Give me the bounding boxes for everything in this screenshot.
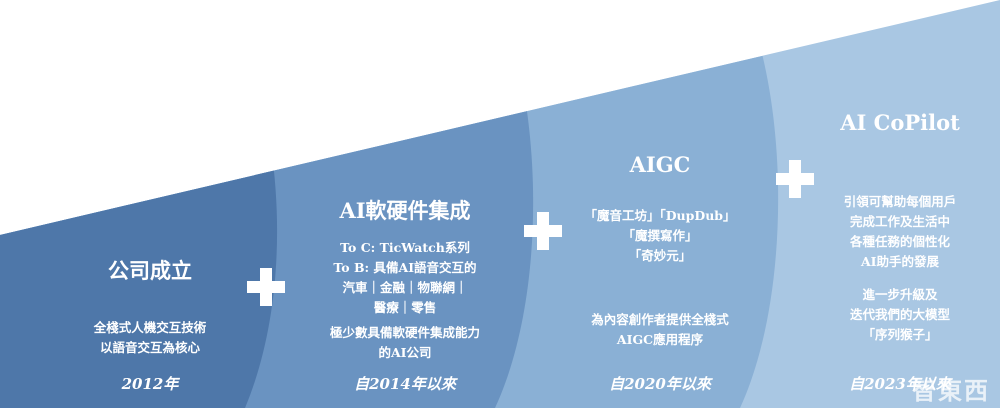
stage-4-line: AI助手的發展 [860,254,940,269]
plus-icon [776,160,814,198]
stage-2-line: 極少數具備軟硬件集成能力 [329,325,480,340]
stage-3-line: 「魔音工坊」「DupDub」 [584,208,736,223]
stage-2-line: To C: TicWatch系列 [340,240,470,255]
stage-4-description-2: 進一步升級及 迭代我們的大模型 「序列猴子」 [805,285,995,345]
stage-4-year: 自2023年以來 [849,375,951,393]
stage-1-year: 2012年 [121,375,179,393]
stage-3-line: 「魔撰寫作」 [622,228,698,243]
stage-1-line: 以語音交互為核心 [99,340,200,355]
stage-3-line: 為內容創作者提供全棧式 [591,312,729,327]
stage-2-year: 自2014年以來 [354,375,456,393]
stage-2-description: To C: TicWatch系列 To B: 具備AI語音交互的 汽車｜金融｜物… [290,238,520,318]
stage-2-line: 的AI公司 [378,345,432,360]
stage-2-line: 醫療｜零售 [373,300,437,315]
stage-4-line: 各種任務的個性化 [849,234,950,249]
stage-1-title: 公司成立 [108,258,192,283]
stage-2-description-2: 極少數具備軟硬件集成能力 的AI公司 [290,323,520,363]
stage-1-line: 全棧式人機交互技術 [93,320,207,335]
stage-4-line: 完成工作及生活中 [849,214,950,229]
stage-3-title: AIGC [629,152,691,177]
stage-3-description: 「魔音工坊」「DupDub」 「魔撰寫作」 「奇妙元」 [555,206,765,266]
stage-4-title: AI CoPilot [840,110,960,135]
stage-4-line: 引領可幫助每個用戶 [843,194,957,209]
plus-icon [247,268,285,306]
stage-2-line: To B: 具備AI語音交互的 [333,260,477,275]
stage-4-line: 迭代我們的大模型 [849,307,950,322]
stage-3-year: 自2020年以來 [609,375,711,393]
stage-3-line: AIGC應用程序 [616,332,704,347]
stage-3-line: 「奇妙元」 [628,248,692,263]
plus-icon [524,212,562,250]
stage-4-line: 進一步升級及 [862,287,938,302]
watermark-logo: 智東西 [912,377,990,405]
stage-1-description: 全棧式人機交互技術 以語音交互為核心 [35,318,265,358]
stage-4-description: 引領可幫助每個用戶 完成工作及生活中 各種任務的個性化 AI助手的發展 [805,192,995,272]
stage-4-line: 「序列猴子」 [862,327,938,342]
stage-3-description-2: 為內容創作者提供全棧式 AIGC應用程序 [555,310,765,350]
stage-2-title: AI軟硬件集成 [339,198,471,223]
stage-2-line: 汽車｜金融｜物聯網｜ [342,280,468,295]
